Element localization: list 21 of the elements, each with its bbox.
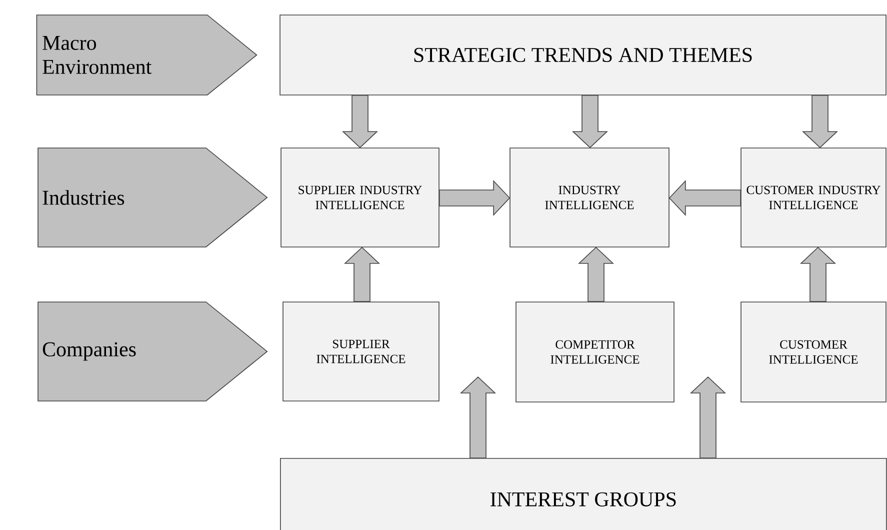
level-tag: Industries [38,148,268,248]
process-box: SUPPLIER INDUSTRY INTELLIGENCE [280,148,440,248]
block-arrow [578,246,614,302]
process-box: INDUSTRY INTELLIGENCE [510,148,670,248]
block-arrow [439,180,510,216]
wide-box: INTEREST GROUPS [280,458,887,530]
block-arrow [342,95,378,148]
process-box: COMPETITOR INTELLIGENCE [516,302,674,402]
wide-box: STRATEGIC TRENDS AND THEMES [280,14,886,96]
block-arrow [800,246,836,302]
process-box: CUSTOMER INDUSTRY INTELLIGENCE [740,148,886,248]
process-box: SUPPLIER INTELLIGENCE [282,302,440,402]
block-arrow [572,95,608,148]
block-arrow [690,376,726,458]
block-arrow [344,246,380,302]
level-tag: Macro Environment [36,14,258,96]
block-arrow [668,180,741,216]
process-box: CUSTOMER INTELLIGENCE [740,302,886,402]
level-tag: Companies [38,302,268,402]
block-arrow [802,95,838,148]
block-arrow [460,376,496,458]
